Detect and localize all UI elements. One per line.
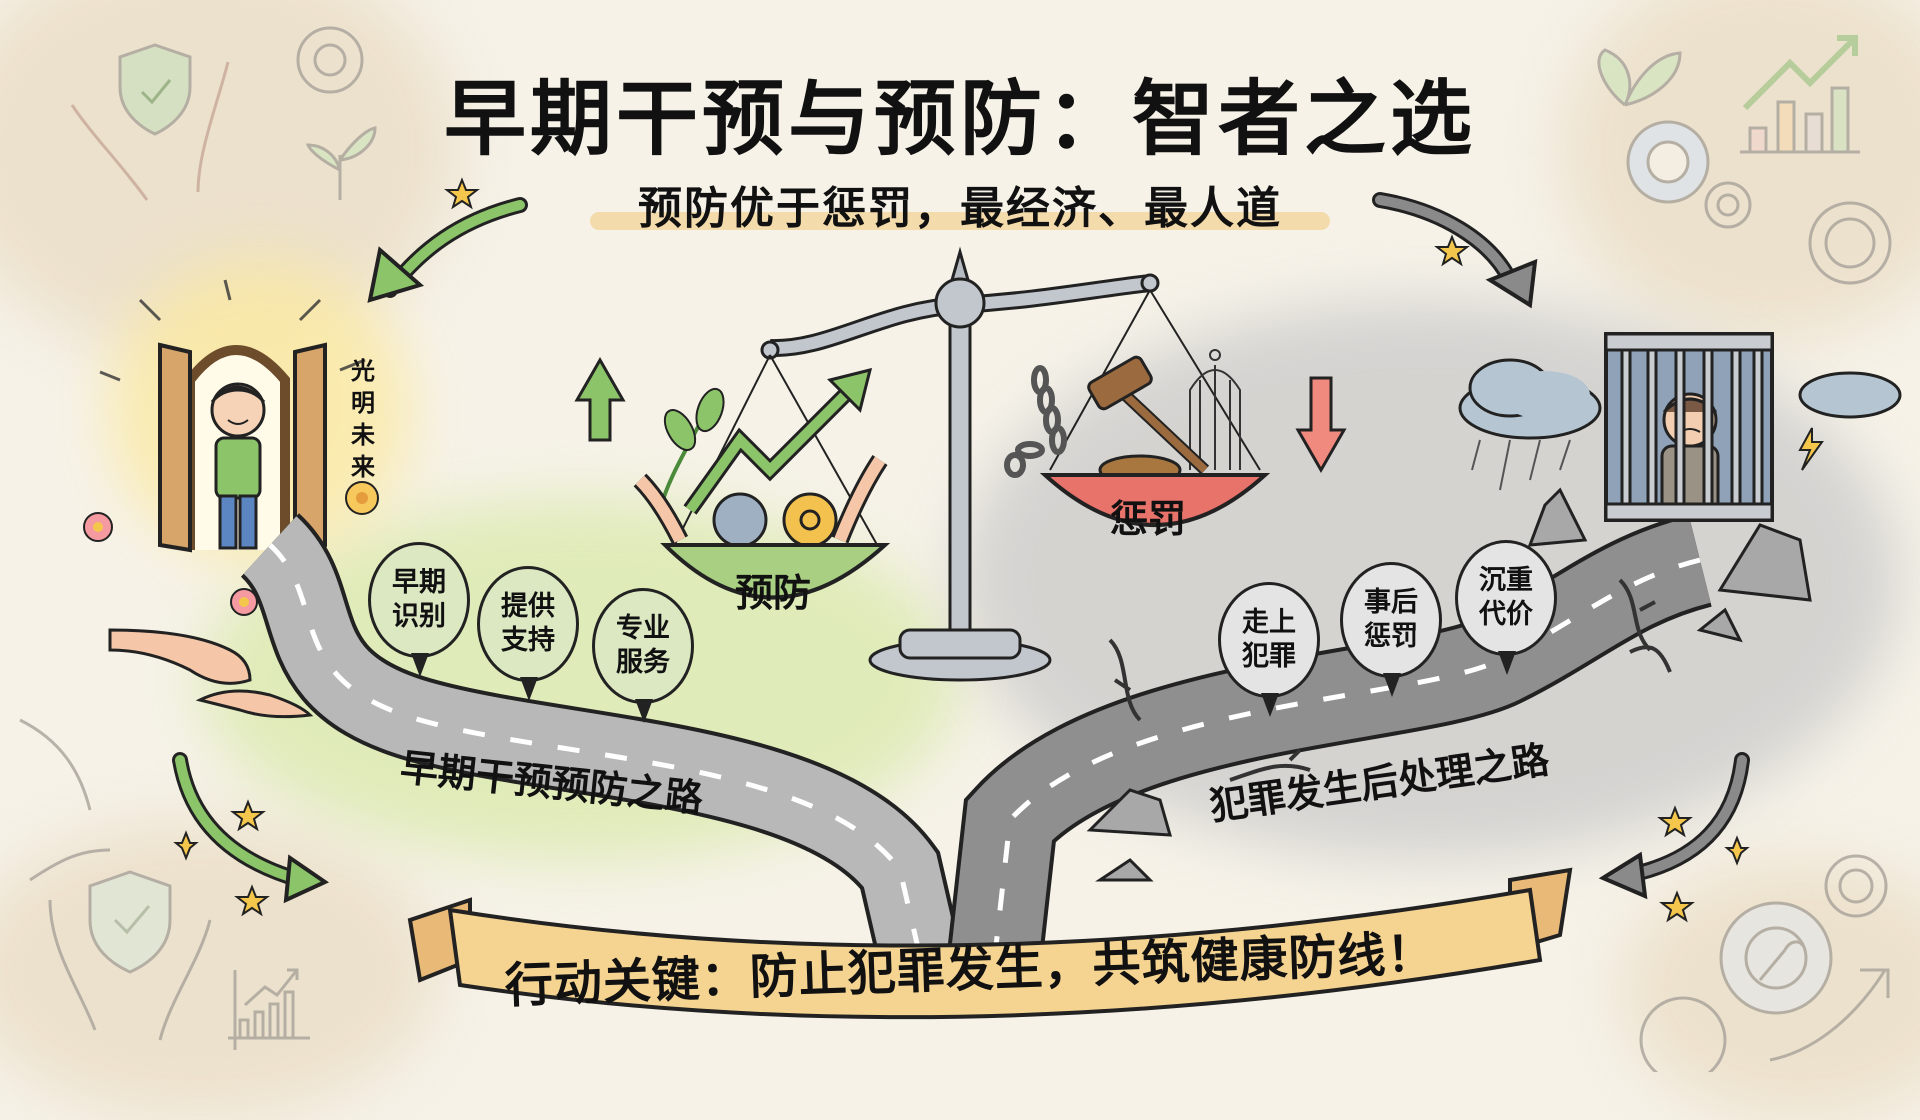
jailed-boy-illustration — [1604, 332, 1774, 522]
balance-scale-illustration — [671, 246, 1261, 682]
prevention-pan-contents — [633, 367, 888, 548]
bubble-heavy-cost: 沉重代价 — [1455, 540, 1557, 675]
gavel-icon — [1087, 355, 1210, 486]
helping-hands-illustration — [108, 628, 314, 719]
gear-icon — [1704, 181, 1752, 229]
thorn-branch-decoration — [1108, 578, 1672, 782]
punishment-pan-label: 惩罚 — [1110, 497, 1187, 541]
background-wash-right — [1560, 0, 1920, 340]
growth-chart-icon — [1740, 35, 1860, 154]
bubble-turn-to-crime: 走上犯罪 — [1218, 582, 1320, 717]
decorative-background-icons — [19, 26, 1892, 1072]
gear-icon — [1639, 996, 1727, 1072]
green-curved-arrow-down-right-icon — [172, 752, 308, 888]
punishment-pan-contents — [1004, 349, 1241, 486]
storm-cloud-illustration — [1458, 358, 1902, 491]
subtitle-highlight — [590, 212, 1330, 230]
broken-chain-icon — [1004, 365, 1067, 478]
sprout-icon — [305, 126, 377, 200]
action-banner — [407, 867, 1573, 1020]
prevention-pan — [660, 543, 891, 600]
caring-hands-icon — [70, 61, 230, 201]
up-arrow-icon — [574, 356, 626, 442]
gear-icon — [1808, 201, 1892, 285]
light-rays — [99, 279, 366, 382]
sprout-icon — [1597, 48, 1682, 107]
caring-hands-icon — [48, 899, 212, 1041]
happy-boy-illustration — [210, 382, 266, 550]
punishment-pan — [1039, 473, 1271, 527]
gray-curved-arrow-down-right-icon — [1372, 192, 1518, 288]
bubble-provide-support: 提供支持 — [477, 566, 579, 701]
gear-icon — [782, 492, 838, 548]
shield-check-icon — [88, 870, 172, 974]
bubble-after-punishment: 事后惩罚 — [1340, 562, 1442, 697]
star-icon — [173, 177, 1750, 923]
bird-cage-icon — [1189, 349, 1241, 470]
down-arrow-icon — [1295, 376, 1347, 474]
rocks-decoration — [1086, 487, 1812, 882]
gear-icon — [296, 26, 364, 94]
main-illustration — [83, 177, 1902, 1020]
growth-chart-icon — [228, 968, 310, 1050]
bright-future-caption: 光明未来 — [351, 357, 375, 481]
bubble-professional-services: 专业服务 — [592, 588, 694, 723]
background-wash-bottom-left — [0, 820, 440, 1120]
page-subtitle: 预防优于惩罚，最经济、最人道 — [638, 183, 1282, 234]
wrench-gear-icon — [1719, 901, 1833, 1015]
bubble-early-identification: 早期识别 — [368, 542, 470, 677]
twig-icon — [19, 718, 111, 882]
lightning-icon — [1798, 427, 1824, 471]
gear-icon — [1824, 854, 1888, 918]
page-title: 早期干预与预防：智者之选 — [443, 72, 1476, 167]
prevention-pan-label: 预防 — [735, 571, 812, 615]
shield-check-icon — [118, 43, 192, 136]
gear-icon — [712, 492, 768, 548]
growth-arrow-icon — [1769, 968, 1890, 1062]
